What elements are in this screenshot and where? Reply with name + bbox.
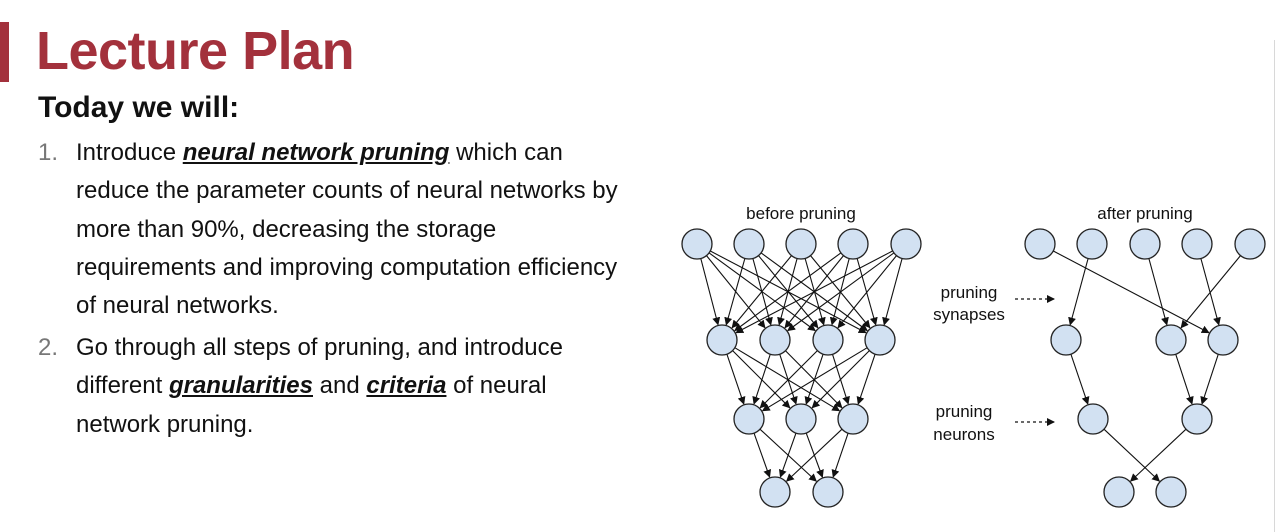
list-number-2: 2. (38, 334, 59, 361)
synapse-arrow (1103, 428, 1161, 482)
synapse-arrow (724, 258, 746, 326)
neuron-node (1077, 403, 1109, 435)
synapse-arrow (882, 258, 903, 326)
after-pruning-neurons (1024, 228, 1266, 508)
before-pruning-neurons (681, 228, 922, 508)
synapse-arrow (700, 258, 721, 326)
synapse-arrow (778, 432, 797, 478)
synapse-arrow (761, 347, 868, 412)
pruning-neurons-label-line1: pruning (936, 402, 993, 421)
synapse-arrow (1175, 354, 1194, 405)
slide-title: Lecture Plan (36, 21, 355, 81)
neuron-node (785, 228, 817, 260)
neuron-node (733, 228, 765, 260)
neuron-node (785, 403, 817, 435)
item1-text-a: Introduce (76, 139, 183, 166)
synapse-arrow (759, 350, 818, 409)
neuron-node (1207, 324, 1239, 356)
title-accent-bar (0, 22, 9, 82)
neuron-node (1129, 228, 1161, 260)
neuron-node (812, 476, 844, 508)
neuron-node (1181, 228, 1213, 260)
neuron-node (1024, 228, 1056, 260)
pruning-synapses-label-line2: synapses (933, 305, 1005, 324)
neuron-node (837, 228, 869, 260)
synapse-arrow (731, 255, 792, 329)
before-pruning-synapses (700, 250, 903, 482)
synapse-arrow (787, 252, 895, 332)
list-number-1: 1. (38, 139, 59, 166)
neuron-node (759, 476, 791, 508)
neuron-node (733, 403, 765, 435)
pruning-synapses-label-line1: pruning (941, 283, 998, 302)
list-text-2: Go through all steps of pruning, and int… (76, 329, 636, 444)
pruning-neurons-label-line2: neurons (933, 425, 994, 444)
synapse-arrow (734, 347, 841, 412)
item1-text-b: which can reduce the parameter counts of… (76, 139, 618, 320)
synapse-arrow (1129, 428, 1187, 482)
neuron-node (1155, 324, 1187, 356)
synapse-arrow (1180, 255, 1241, 329)
neuron-node (1076, 228, 1108, 260)
neuron-node (1050, 324, 1082, 356)
synapse-arrow (1200, 354, 1219, 405)
after-pruning-label: after pruning (1097, 204, 1192, 223)
neuron-node (706, 324, 738, 356)
synapse-arrow (779, 354, 798, 405)
after-pruning-synapses (1053, 250, 1241, 482)
synapse-arrow (856, 354, 876, 405)
neuron-node (890, 228, 922, 260)
neuron-node (1181, 403, 1213, 435)
item2-text-b: and (313, 372, 367, 400)
keyword-criteria: criteria (366, 372, 447, 400)
neuron-node (1103, 476, 1135, 508)
neuron-node (681, 228, 713, 260)
slide-subtitle: Today we will: (38, 91, 240, 124)
keyword-neural-network-pruning: neural network pruning (182, 139, 450, 166)
neuron-node (1234, 228, 1266, 260)
synapse-arrow (752, 354, 771, 405)
synapse-arrow (1070, 354, 1090, 405)
neuron-node (1155, 476, 1187, 508)
list-text-1: Introduce neural network pruning which c… (76, 134, 636, 325)
synapse-arrow (753, 432, 772, 478)
synapse-arrow (732, 350, 791, 409)
synapse-arrow (785, 428, 843, 482)
synapse-arrow (837, 255, 897, 329)
synapse-arrow (1068, 258, 1089, 326)
synapse-arrow (1200, 258, 1221, 326)
keyword-granularities: granularities (168, 372, 313, 400)
slide-right-edge (1274, 40, 1275, 532)
list-item-2: 2. Go through all steps of pruning, and … (38, 329, 636, 444)
item2-text-a: Go through all steps of pruning, and int… (76, 334, 563, 400)
synapse-arrow (831, 433, 849, 478)
synapse-arrow (811, 350, 870, 409)
neuron-node (864, 324, 896, 356)
neuron-node (759, 324, 791, 356)
synapse-arrow (726, 354, 746, 405)
synapse-arrow (734, 252, 842, 332)
synapse-arrow (1053, 250, 1210, 334)
neuron-node (812, 324, 844, 356)
item2-text-c: of neural network pruning. (76, 372, 547, 438)
list-item-1: 1. Introduce neural network pruning whic… (38, 134, 636, 325)
neuron-node (837, 403, 869, 435)
synapse-arrow (1148, 258, 1169, 326)
synapse-arrow (856, 258, 878, 326)
synapse-arrow (785, 350, 843, 409)
before-pruning-label: before pruning (746, 204, 856, 223)
synapse-arrow (735, 250, 893, 334)
